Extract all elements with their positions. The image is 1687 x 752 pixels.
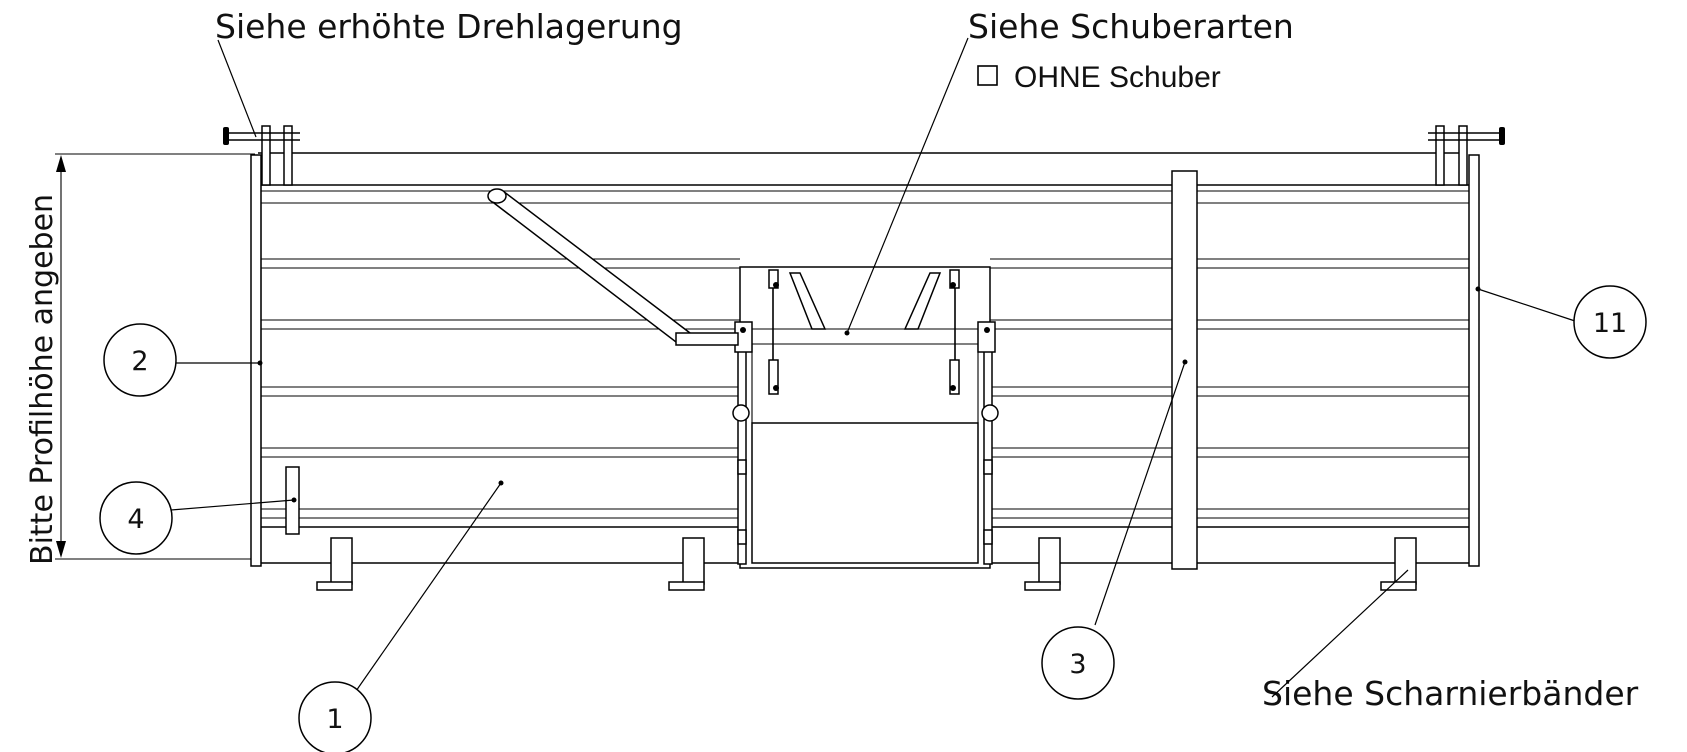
svg-text:3: 3 [1069, 649, 1086, 680]
note-pivot-bearing: Siehe erhöhte Drehlagerung [215, 7, 683, 46]
hinge-strap-2 [668, 537, 705, 591]
note-hinge-straps: Siehe Scharnierbänder [1262, 674, 1639, 713]
balloon-11: 11 [1573, 285, 1647, 359]
end-plate-left [250, 154, 262, 567]
profile-frame [250, 152, 1480, 567]
hinge-strap-1 [316, 537, 353, 591]
dimension-label: Bitte Profilhöhe angeben [25, 194, 60, 565]
balloon-3: 3 [1041, 626, 1115, 700]
leader-hinge-straps [1271, 569, 1409, 698]
leader-1 [355, 482, 502, 692]
option-without-slider[interactable]: OHNE Schuber [977, 61, 1221, 94]
balloon-1: 1 [298, 681, 372, 752]
leader-3 [1094, 361, 1186, 626]
pivot-bracket-right [1428, 125, 1505, 186]
svg-text:2: 2 [131, 346, 148, 377]
leader-pivot-bearing [217, 39, 257, 138]
height-dimension: Bitte Profilhöhe angeben [25, 153, 255, 565]
leader-11 [1477, 288, 1576, 322]
end-plate-right [1468, 154, 1480, 567]
hinge-strap-4 [1380, 537, 1417, 591]
svg-text:11: 11 [1593, 308, 1627, 339]
gas-spring-left [768, 269, 779, 395]
option-label: OHNE Schuber [1014, 61, 1221, 94]
note-slider-types: Siehe Schuberarten [968, 7, 1294, 46]
lever-handle [487, 188, 739, 346]
leader-slider-types [846, 37, 969, 334]
leader-4 [170, 499, 295, 511]
gas-spring-right [949, 269, 960, 395]
svg-text:1: 1 [326, 704, 343, 735]
pivot-bracket-left [223, 125, 300, 186]
balloon-4: 4 [99, 481, 173, 555]
vertical-strap [1171, 170, 1198, 570]
balloon-2: 2 [103, 323, 177, 397]
option-checkbox[interactable] [977, 65, 998, 86]
hinge-strap-3 [1024, 537, 1061, 591]
svg-text:4: 4 [127, 504, 144, 535]
slider-housing [732, 266, 999, 569]
